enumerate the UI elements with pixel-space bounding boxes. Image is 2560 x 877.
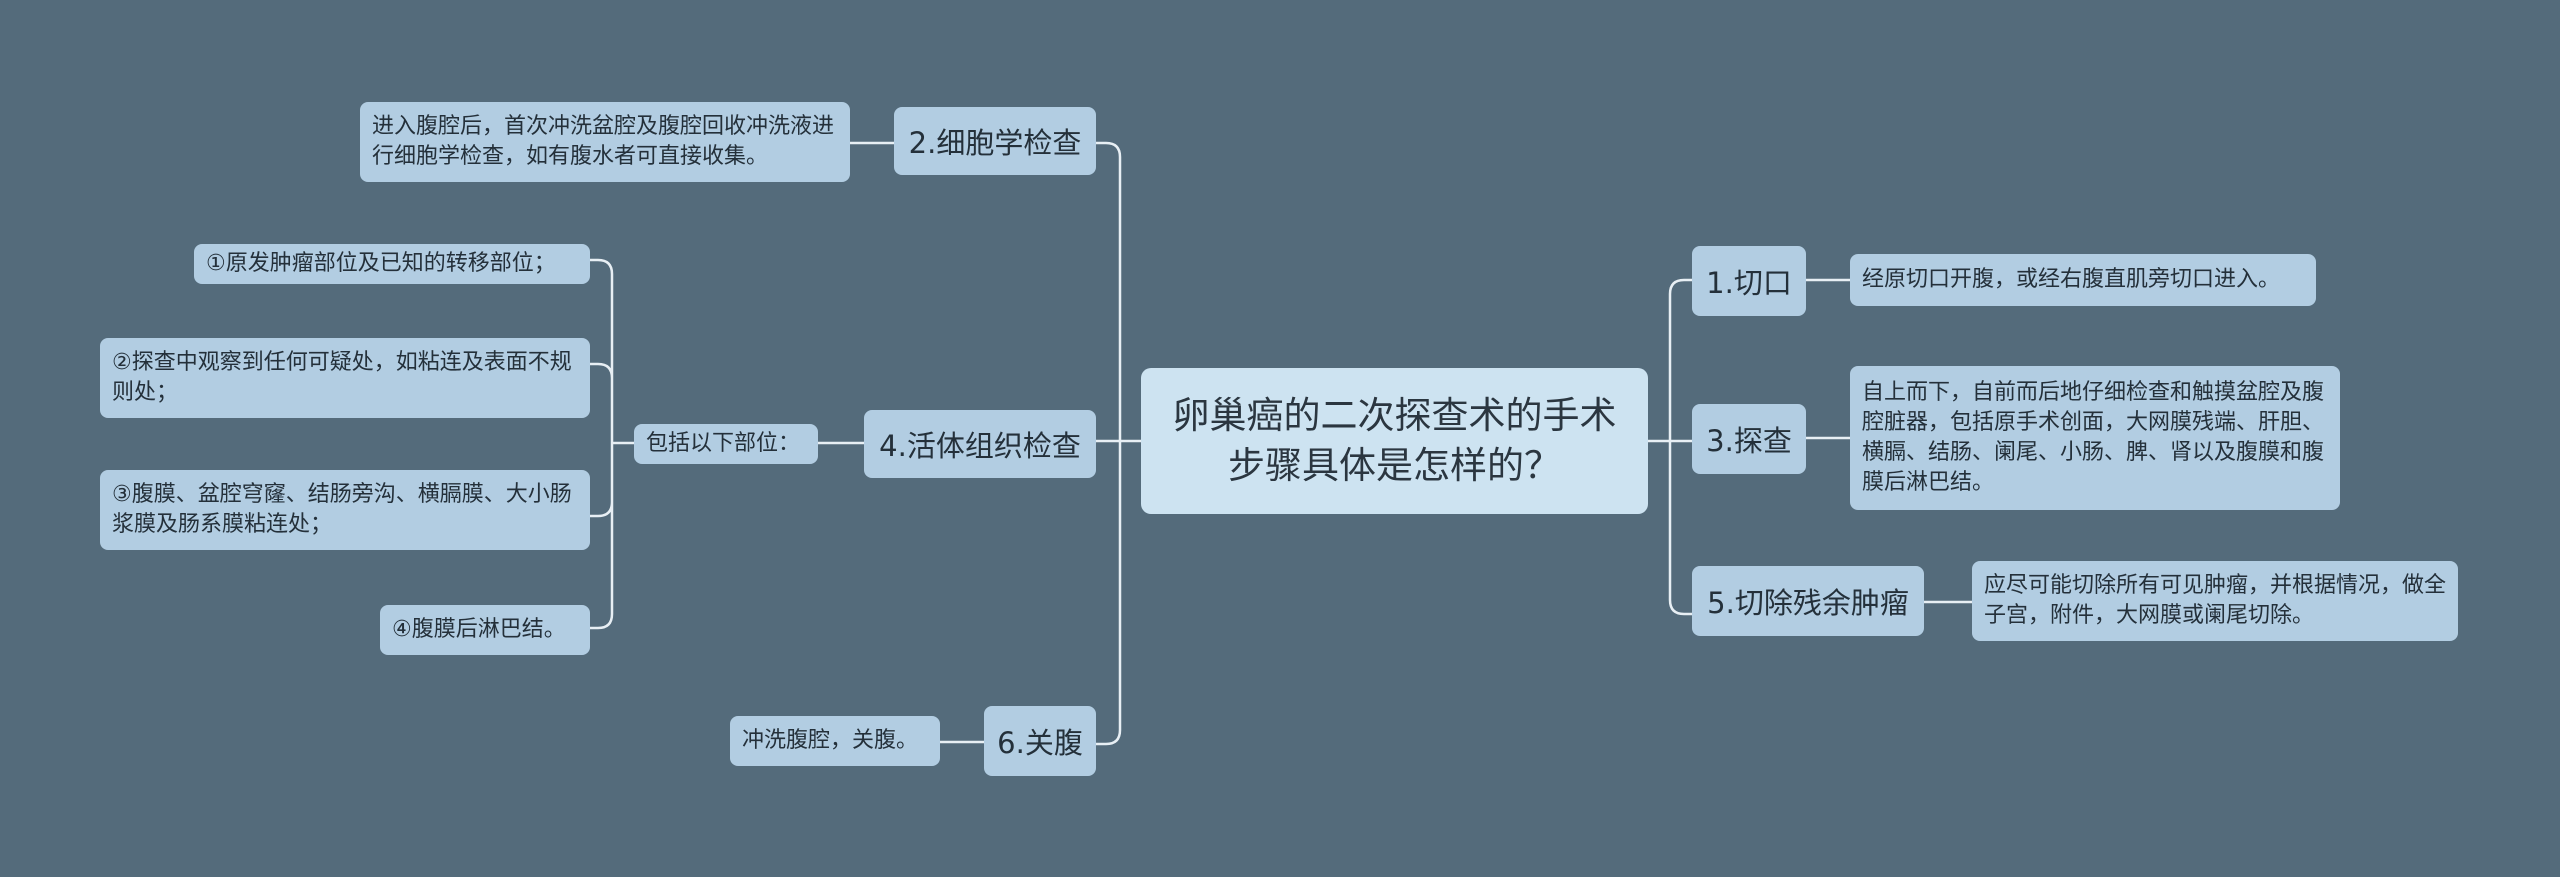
biopsy-item-1-text: ①原发肿瘤部位及已知的转移部位； (206, 251, 556, 276)
branch-explore[interactable]: 3.探查 (1692, 404, 1806, 474)
biopsy-item-4[interactable]: ④腹膜后淋巴结。 (380, 605, 590, 655)
branch-explore-title: 3.探查 (1706, 424, 1792, 458)
biopsy-item-1[interactable]: ①原发肿瘤部位及已知的转移部位； (194, 244, 590, 284)
root-topic[interactable]: 卵巢癌的二次探查术的手术步骤具体是怎样的？ (1141, 368, 1648, 514)
branch-cytology[interactable]: 2.细胞学检查 (894, 107, 1096, 175)
biopsy-item-3-text: ③腹膜、盆腔穹窿、结肠旁沟、横膈膜、大小肠浆膜及肠系膜粘连处； (112, 482, 572, 537)
explore-detail-text: 自上而下，自前而后地仔细检查和触摸盆腔及腹腔脏器，包括原手术创面，大网膜残端、肝… (1862, 380, 2325, 495)
branch-resect[interactable]: 5.切除残余肿瘤 (1692, 566, 1924, 636)
explore-detail[interactable]: 自上而下，自前而后地仔细检查和触摸盆腔及腹腔脏器，包括原手术创面，大网膜残端、肝… (1850, 366, 2340, 510)
biopsy-item-2[interactable]: ②探查中观察到任何可疑处，如粘连及表面不规则处； (100, 338, 590, 418)
connector-left-spine (1096, 141, 1122, 746)
biopsy-item-4-text: ④腹膜后淋巴结。 (392, 617, 566, 642)
biopsy-item-3[interactable]: ③腹膜、盆腔穹窿、结肠旁沟、横膈膜、大小肠浆膜及肠系膜粘连处； (100, 470, 590, 550)
incision-detail[interactable]: 经原切口开腹，或经右腹直肌旁切口进入。 (1850, 254, 2316, 306)
biopsy-sub-heading-text: 包括以下部位： (646, 431, 801, 456)
branch-incision-title: 1.切口 (1706, 266, 1792, 300)
branch-biopsy[interactable]: 4.活体组织检查 (864, 410, 1096, 478)
branch-incision[interactable]: 1.切口 (1692, 246, 1806, 316)
biopsy-item-2-text: ②探查中观察到任何可疑处，如粘连及表面不规则处； (112, 350, 572, 405)
resect-detail[interactable]: 应尽可能切除所有可见肿瘤，并根据情况，做全子宫，附件，大网膜或阑尾切除。 (1972, 561, 2458, 641)
branch-resect-title: 5.切除残余肿瘤 (1707, 586, 1909, 620)
branch-close[interactable]: 6.关腹 (984, 706, 1096, 776)
branch-biopsy-title: 4.活体组织检查 (879, 429, 1081, 463)
close-detail-text: 冲洗腹腔，关腹。 (742, 728, 919, 753)
close-detail[interactable]: 冲洗腹腔，关腹。 (730, 716, 940, 766)
connector-sub-items (590, 258, 634, 630)
root-topic-text: 卵巢癌的二次探查术的手术步骤具体是怎样的？ (1172, 394, 1617, 487)
branch-close-title: 6.关腹 (997, 726, 1083, 760)
connector-right-spine (1668, 278, 1692, 616)
cytology-detail-text: 进入腹腔后，首次冲洗盆腔及腹腔回收冲洗液进行细胞学检查，如有腹水者可直接收集。 (372, 114, 835, 169)
cytology-detail[interactable]: 进入腹腔后，首次冲洗盆腔及腹腔回收冲洗液进行细胞学检查，如有腹水者可直接收集。 (360, 102, 850, 182)
resect-detail-text: 应尽可能切除所有可见肿瘤，并根据情况，做全子宫，附件，大网膜或阑尾切除。 (1984, 573, 2447, 628)
incision-detail-text: 经原切口开腹，或经右腹直肌旁切口进入。 (1862, 267, 2281, 292)
branch-cytology-title: 2.细胞学检查 (908, 126, 1082, 160)
biopsy-sub-heading[interactable]: 包括以下部位： (634, 424, 818, 464)
